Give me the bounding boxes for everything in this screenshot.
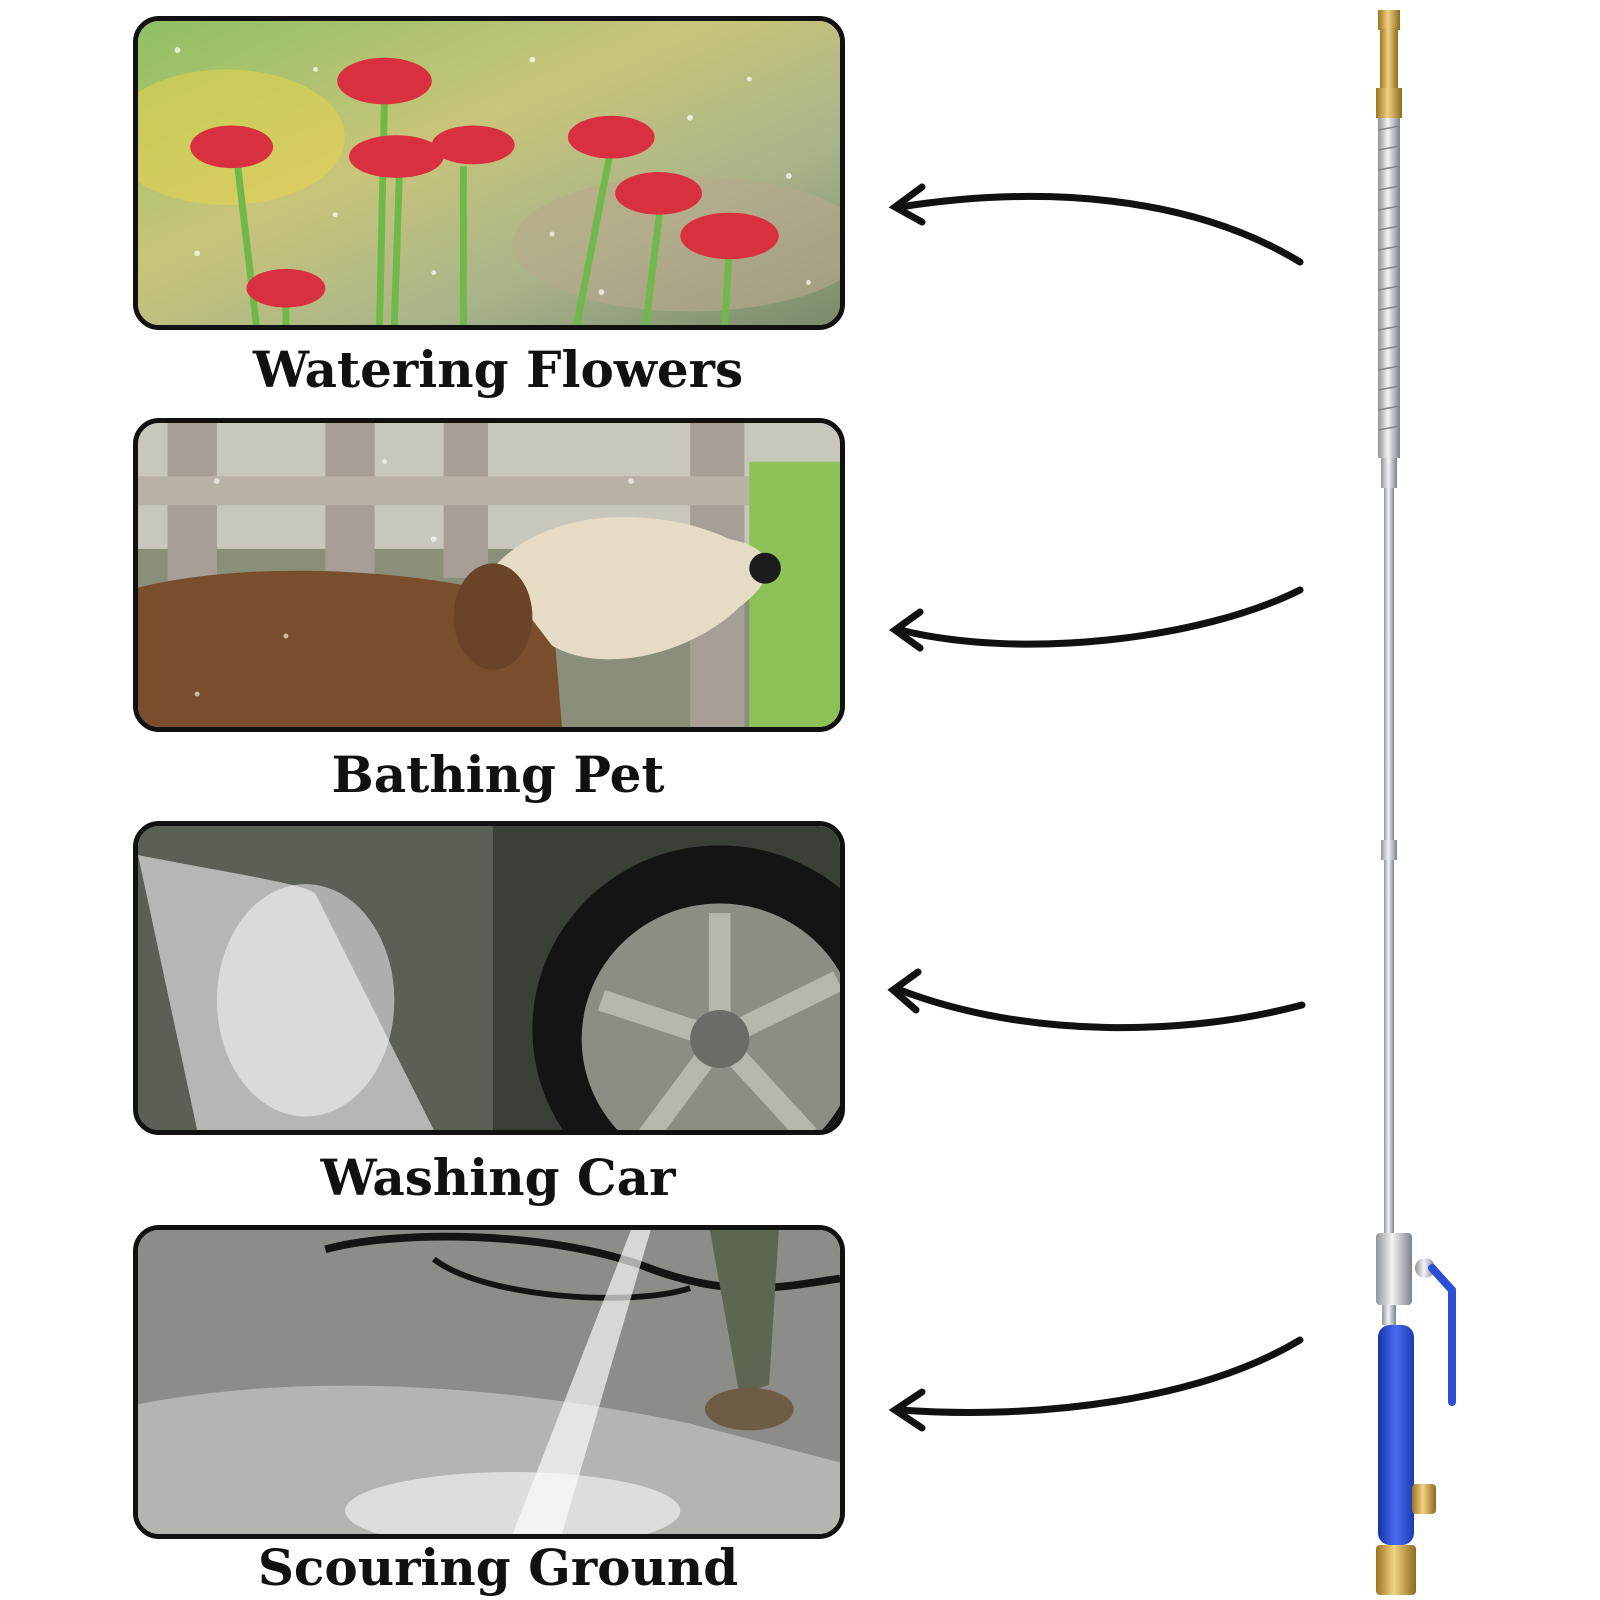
panel-washing-car	[133, 821, 845, 1135]
arrow-to-bathing-pet-head	[889, 608, 924, 652]
blue-handle	[1378, 1325, 1414, 1545]
arrow-to-watering-flowers	[896, 193, 1304, 266]
caption-bathing-pet: Bathing Pet	[331, 745, 665, 804]
arrow-to-scouring-ground	[896, 1336, 1304, 1416]
arrow-to-watering-flowers-head	[888, 183, 926, 226]
valve-lever	[1428, 1264, 1456, 1406]
arrow-to-washing-car-head	[887, 968, 922, 1014]
brass-nozzle	[1378, 10, 1400, 30]
panel-scouring-ground	[133, 1225, 845, 1539]
soap-inlet	[1412, 1484, 1436, 1514]
pavement-photo	[138, 1230, 840, 1534]
hose-connector	[1376, 1545, 1416, 1595]
dog-photo	[138, 423, 840, 727]
arrow-to-scouring-ground-head	[888, 1388, 926, 1432]
caption-watering-flowers: Watering Flowers	[252, 340, 744, 399]
arrow-to-washing-car	[896, 986, 1306, 1032]
caption-scouring-ground: Scouring Ground	[257, 1538, 739, 1597]
panel-bathing-pet	[133, 418, 845, 732]
caption-washing-car: Washing Car	[320, 1148, 676, 1207]
steel-rod	[1384, 488, 1394, 1233]
ball-valve	[1376, 1233, 1412, 1305]
panel-watering-flowers	[133, 16, 845, 330]
car-wheel-photo	[138, 826, 840, 1130]
arrow-to-bathing-pet	[896, 586, 1304, 648]
flowers-photo	[138, 21, 840, 325]
